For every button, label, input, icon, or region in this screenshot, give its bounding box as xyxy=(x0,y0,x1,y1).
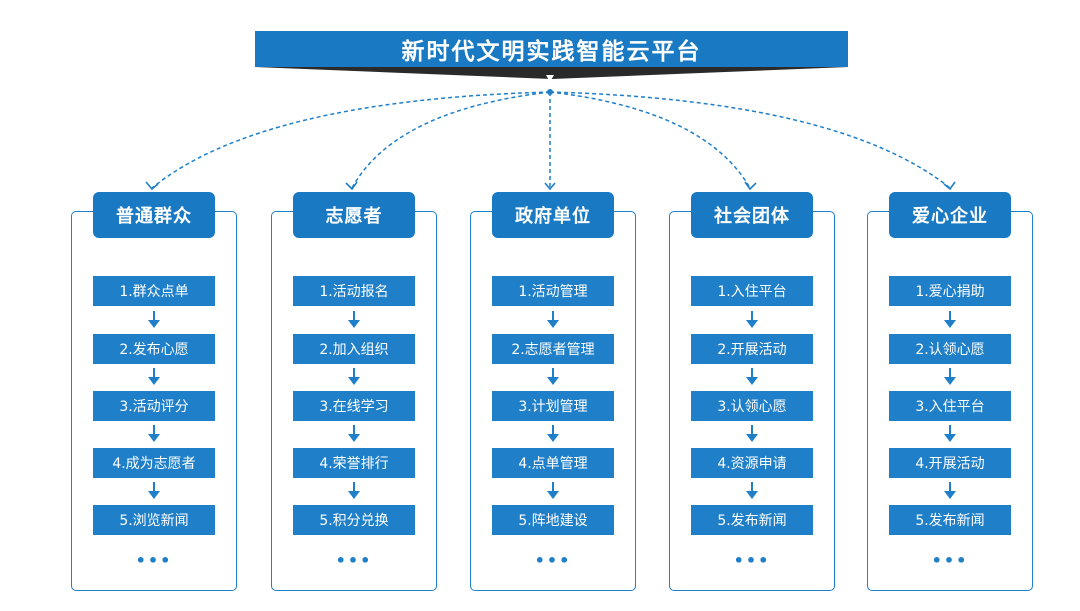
column-header: 政府单位 xyxy=(492,192,614,238)
more-ellipsis: ••• xyxy=(931,551,969,570)
connector-hub xyxy=(547,89,553,95)
more-ellipsis: ••• xyxy=(733,551,771,570)
down-arrow-icon xyxy=(348,482,360,499)
down-arrow-icon xyxy=(547,368,559,385)
down-arrow-icon xyxy=(547,482,559,499)
step-box: 5.积分兑换 xyxy=(293,505,415,535)
down-arrow-icon xyxy=(148,482,160,499)
down-arrow-icon xyxy=(746,425,758,442)
step-box: 3.在线学习 xyxy=(293,391,415,421)
connector-1 xyxy=(151,91,551,189)
title-down-arrow-icon xyxy=(546,75,554,82)
more-ellipsis: ••• xyxy=(534,551,572,570)
connector-arrowhead-5 xyxy=(943,181,956,191)
column-header: 爱心企业 xyxy=(889,192,1011,238)
column-public: 普通群众 1.群众点单 2.发布心愿 3.活动评分 4.成为志愿者 5.浏览新闻 ••• xyxy=(71,192,237,591)
connector-arrowhead-3 xyxy=(544,182,556,191)
step-box: 2.发布心愿 xyxy=(93,334,215,364)
step-box: 2.志愿者管理 xyxy=(492,334,614,364)
step-box: 4.成为志愿者 xyxy=(93,448,215,478)
column-header: 普通群众 xyxy=(93,192,215,238)
down-arrow-icon xyxy=(148,368,160,385)
down-arrow-icon xyxy=(944,311,956,328)
step-box: 2.认领心愿 xyxy=(889,334,1011,364)
connector-4 xyxy=(549,91,751,189)
more-ellipsis: ••• xyxy=(135,551,173,570)
column-government: 政府单位 1.活动管理 2.志愿者管理 3.计划管理 4.点单管理 5.阵地建设 ••• xyxy=(470,192,636,591)
step-box: 2.加入组织 xyxy=(293,334,415,364)
down-arrow-icon xyxy=(944,425,956,442)
step-box: 3.入住平台 xyxy=(889,391,1011,421)
step-box: 1.活动报名 xyxy=(293,276,415,306)
down-arrow-icon xyxy=(348,368,360,385)
connector-5 xyxy=(549,91,951,189)
down-arrow-icon xyxy=(348,311,360,328)
step-box: 1.活动管理 xyxy=(492,276,614,306)
step-box: 4.开展活动 xyxy=(889,448,1011,478)
title-shadow xyxy=(255,67,848,79)
step-box: 4.资源申请 xyxy=(691,448,813,478)
step-box: 5.发布新闻 xyxy=(889,505,1011,535)
platform-title: 新时代文明实践智能云平台 xyxy=(255,31,848,67)
column-charity-enterprise: 爱心企业 1.爱心捐助 2.认领心愿 3.入住平台 4.开展活动 5.发布新闻 ••• xyxy=(867,192,1033,591)
more-ellipsis: ••• xyxy=(335,551,373,570)
column-header: 志愿者 xyxy=(293,192,415,238)
step-box: 4.点单管理 xyxy=(492,448,614,478)
step-box: 5.阵地建设 xyxy=(492,505,614,535)
down-arrow-icon xyxy=(746,368,758,385)
connector-arrowhead-2 xyxy=(345,181,358,191)
down-arrow-icon xyxy=(348,425,360,442)
down-arrow-icon xyxy=(944,368,956,385)
connector-arrowhead-1 xyxy=(145,181,159,191)
down-arrow-icon xyxy=(746,311,758,328)
connector-2 xyxy=(351,91,551,189)
down-arrow-icon xyxy=(547,425,559,442)
down-arrow-icon xyxy=(148,311,160,328)
column-volunteer: 志愿者 1.活动报名 2.加入组织 3.在线学习 4.荣誉排行 5.积分兑换 ••• xyxy=(271,192,437,591)
step-box: 4.荣誉排行 xyxy=(293,448,415,478)
step-box: 3.活动评分 xyxy=(93,391,215,421)
step-box: 5.浏览新闻 xyxy=(93,505,215,535)
down-arrow-icon xyxy=(148,425,160,442)
down-arrow-icon xyxy=(944,482,956,499)
connector-arrowhead-4 xyxy=(744,181,757,191)
step-box: 1.爱心捐助 xyxy=(889,276,1011,306)
step-box: 5.发布新闻 xyxy=(691,505,813,535)
step-box: 3.计划管理 xyxy=(492,391,614,421)
step-box: 1.入住平台 xyxy=(691,276,813,306)
column-header: 社会团体 xyxy=(691,192,813,238)
down-arrow-icon xyxy=(746,482,758,499)
step-box: 1.群众点单 xyxy=(93,276,215,306)
column-social-group: 社会团体 1.入住平台 2.开展活动 3.认领心愿 4.资源申请 5.发布新闻 ••• xyxy=(669,192,835,591)
down-arrow-icon xyxy=(547,311,559,328)
step-box: 3.认领心愿 xyxy=(691,391,813,421)
step-box: 2.开展活动 xyxy=(691,334,813,364)
